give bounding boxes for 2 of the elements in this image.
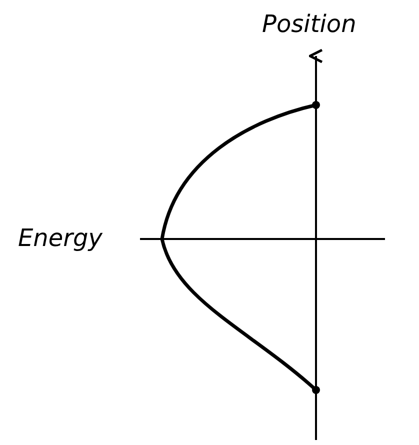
axis-label: Energy [18, 226, 102, 250]
axis-label: Position [262, 12, 356, 36]
